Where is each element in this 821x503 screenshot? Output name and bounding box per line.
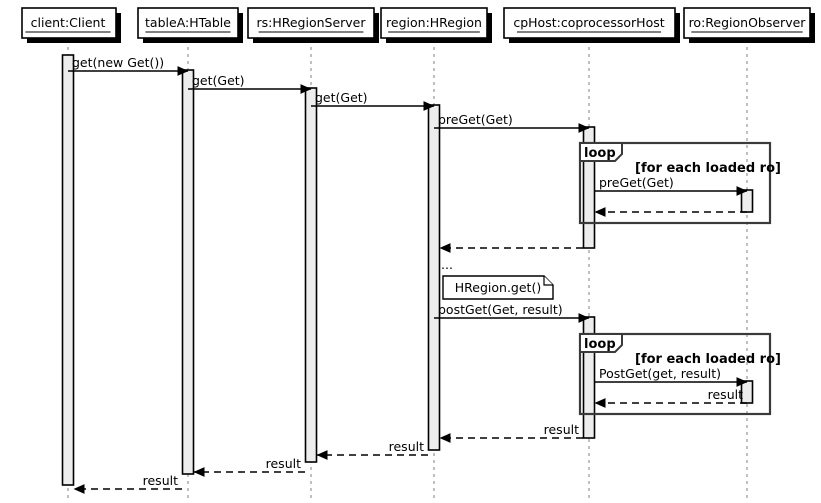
participant-label: tableA:HTable — [145, 15, 231, 30]
fragment-loop: loop [for each loaded ro] — [578, 332, 781, 416]
message-label: result — [708, 387, 743, 402]
message-m12: result — [316, 439, 428, 460]
participant-box — [683, 7, 811, 39]
participant-label: ro:RegionObserver — [689, 15, 807, 30]
message-label: get(Get) — [315, 90, 368, 105]
message-m5: preGet(Get) — [595, 175, 748, 196]
message-label: result — [544, 422, 579, 437]
message-m1: get(new Get()) — [68, 55, 189, 76]
messages-group: ... get(new Get()) get(Get) get(Get) preGet(… — [68, 55, 748, 494]
participant-cpHost[interactable]: cpHost:coprocessorHost — [503, 7, 680, 43]
message-m8: postGet(Get, result) — [434, 302, 590, 323]
participant-rs[interactable]: rs:HRegionServer — [247, 7, 379, 43]
fragment-operator-label: loop — [584, 146, 616, 161]
fragment-border — [578, 141, 772, 225]
notes-group: HRegion.get() — [442, 275, 554, 300]
participants-group: client:Client tableA:HTable rs:HRegionServ… — [21, 7, 815, 43]
participant-region[interactable]: region:HRegion — [380, 7, 492, 43]
message-label: postGet(Get, result) — [438, 302, 563, 317]
fragment-tab — [579, 142, 623, 162]
participant-label: rs:HRegionServer — [256, 15, 366, 30]
message-m4: preGet(Get) — [434, 112, 590, 133]
activation-bar-client — [61, 54, 75, 486]
participant-tableA[interactable]: tableA:HTable — [137, 7, 243, 43]
message-m11: result — [439, 422, 583, 443]
fragment-tab — [579, 333, 623, 353]
message-label: preGet(Get) — [438, 112, 513, 127]
message-m14: result — [73, 473, 182, 494]
participant-label: client:Client — [31, 15, 106, 30]
message-label: get(Get) — [192, 73, 245, 88]
participant-label: region:HRegion — [386, 15, 482, 30]
message-m13: result — [193, 456, 305, 477]
message-label: result — [389, 439, 424, 454]
note-body — [442, 275, 554, 300]
activations-group — [61, 54, 754, 486]
participant-label: cpHost:coprocessorHost — [513, 15, 664, 30]
participant-ro[interactable]: ro:RegionObserver — [683, 7, 815, 43]
message-label: preGet(Get) — [599, 175, 674, 190]
fragment-guard-label: [for each loaded ro] — [635, 161, 781, 176]
fragment-loop: loop [for each loaded ro] — [578, 141, 781, 225]
note-fold-corner — [543, 276, 553, 286]
message-label: PostGet(get, result) — [599, 366, 721, 381]
participant-client[interactable]: client:Client — [21, 7, 121, 43]
ellipsis-label: ... — [441, 257, 453, 272]
activation-bar-ro — [740, 380, 754, 404]
note-hregion-get: HRegion.get() — [442, 275, 554, 300]
fragment-operator-label: loop — [584, 337, 616, 352]
activation-bar-rs — [304, 87, 318, 463]
fragment-guard-label: [for each loaded ro] — [635, 352, 781, 367]
participant-box — [503, 7, 676, 39]
activation-bar-region — [427, 104, 441, 451]
lifelines-group — [67, 40, 748, 500]
message-label: result — [266, 456, 301, 471]
message-m10: result — [594, 387, 747, 408]
participant-box — [247, 7, 375, 39]
activation-bar-tableA — [181, 69, 195, 475]
fragments-group: loop [for each loaded ro] loop [for each lo… — [578, 141, 781, 416]
message-m3: get(Get) — [311, 90, 435, 111]
message-label: get(new Get()) — [72, 55, 164, 70]
note-label: HRegion.get() — [455, 280, 541, 295]
participant-box — [137, 7, 239, 39]
message-m9: PostGet(get, result) — [595, 366, 748, 387]
fragment-border — [578, 332, 772, 416]
message-label: result — [143, 473, 178, 488]
activation-bar-ro — [740, 189, 754, 213]
message-m2: get(Get) — [188, 73, 312, 94]
participant-box — [21, 7, 117, 39]
participant-box — [380, 7, 488, 39]
